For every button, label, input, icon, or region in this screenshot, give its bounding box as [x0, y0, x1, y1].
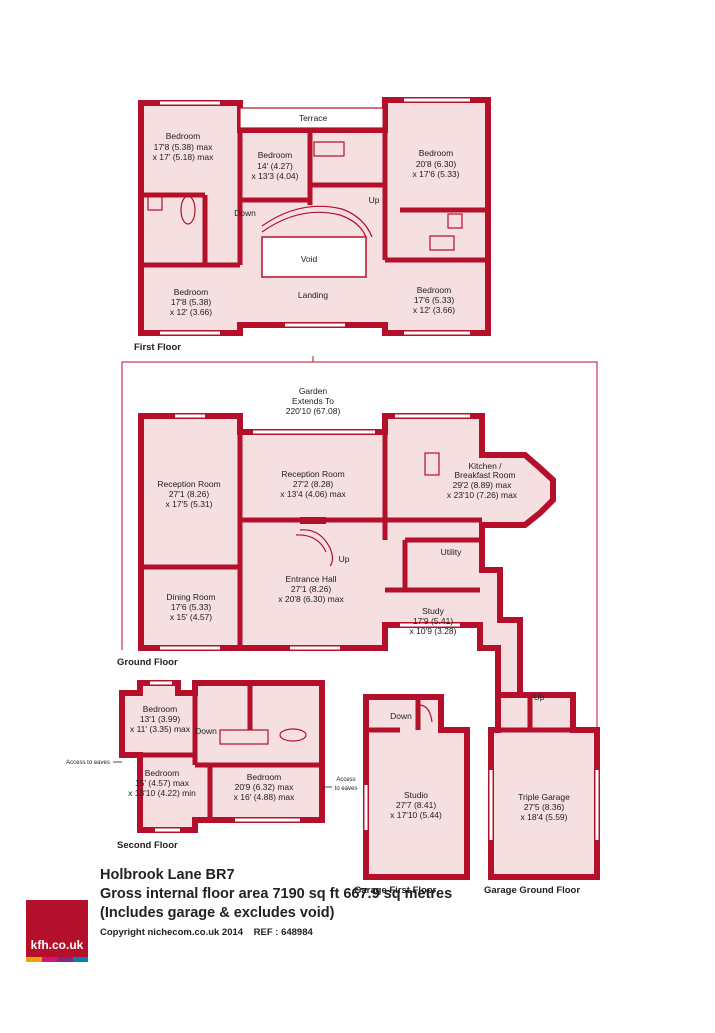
- reception2-dim1: 27'2 (8.28): [293, 479, 334, 489]
- first-floor-bed4-dim1: 17'8 (5.38): [171, 297, 212, 307]
- garden-label-1: Garden: [299, 386, 328, 396]
- reception2-name: Reception Room: [281, 469, 344, 479]
- second-floor-title: Second Floor: [117, 840, 178, 851]
- logo-stripe-4: [72, 957, 88, 962]
- garage-ground-floor-title: Garage Ground Floor: [484, 885, 580, 896]
- second-floor-bed1-dim1: 13'1 (3.99): [140, 714, 181, 724]
- ground-floor-plan: [138, 413, 556, 698]
- first-floor-bed4-name: Bedroom: [174, 287, 209, 297]
- utility-label: Utility: [441, 547, 463, 557]
- kitchen-name-2: Breakfast Room: [455, 470, 516, 480]
- footer-ref: REF : 648984: [253, 927, 313, 938]
- logo-stripe-1: [26, 957, 42, 962]
- first-floor-title: First Floor: [134, 342, 181, 353]
- garage-ground-floor-plan: [488, 692, 600, 880]
- reception2-dim2: x 13'4 (4.06) max: [280, 489, 346, 499]
- first-floor-bed5-dim1: 17'6 (5.33): [414, 295, 455, 305]
- first-floor-bed1-dim2: x 17' (5.18) max: [153, 152, 214, 162]
- study-name: Study: [422, 606, 444, 616]
- garage-dim1: 27'5 (8.36): [524, 802, 565, 812]
- first-floor-terrace-label: Terrace: [299, 113, 328, 123]
- footer-copyright-line: Copyright nichecom.co.uk 2014 REF : 6489…: [100, 927, 452, 938]
- kitchen-dim2: x 23'10 (7.26) max: [447, 490, 518, 500]
- second-floor-bed2-name: Bedroom: [145, 768, 180, 778]
- kitchen-dim1: 29'2 (8.89) max: [453, 480, 513, 490]
- first-floor-bed3-dim1: 20'8 (6.30): [416, 159, 457, 169]
- dining-dim2: x 15' (4.57): [170, 612, 212, 622]
- eaves-left-label: Access to eaves: [66, 760, 110, 766]
- dining-name: Dining Room: [166, 592, 215, 602]
- hall-dim1: 27'1 (8.26): [291, 584, 332, 594]
- second-floor-bed2-dim2: x 13'10 (4.22) min: [128, 788, 196, 798]
- reception1-dim2: x 17'5 (5.31): [166, 499, 213, 509]
- second-floor-bed1-name: Bedroom: [143, 704, 178, 714]
- logo-stripe: [26, 957, 88, 962]
- first-floor-up-label: Up: [369, 195, 380, 205]
- first-floor-bed2-name: Bedroom: [258, 150, 293, 160]
- study-dim1: 17'9 (5.41): [413, 616, 454, 626]
- first-floor-bed3-name: Bedroom: [419, 148, 454, 158]
- first-floor-bed3-dim2: x 17'6 (5.33): [413, 169, 460, 179]
- second-floor-plan: [119, 680, 325, 833]
- footer-address: Holbrook Lane BR7: [100, 867, 235, 883]
- first-floor-bed1-dim1: 17'8 (5.38) max: [154, 142, 214, 152]
- logo-stripe-2: [41, 957, 57, 962]
- garage-ground-up-label: Up: [534, 692, 545, 702]
- hall-name: Entrance Hall: [285, 574, 336, 584]
- reception1-name: Reception Room: [157, 479, 220, 489]
- garage-dim2: x 18'4 (5.59): [521, 812, 568, 822]
- kfh-logo: kfh.co.uk: [26, 900, 88, 962]
- logo-stripe-3: [57, 957, 73, 962]
- garage-name: Triple Garage: [518, 792, 570, 802]
- first-floor-landing-label: Landing: [298, 290, 329, 300]
- eaves-right-label-1: Access: [336, 777, 355, 783]
- second-floor-bed3-name: Bedroom: [247, 772, 282, 782]
- garden-label-2: Extends To: [292, 396, 334, 406]
- studio-dim2: x 17'10 (5.44): [390, 810, 442, 820]
- second-floor-bed3-dim2: x 16' (4.88) max: [234, 792, 295, 802]
- studio-name: Studio: [404, 790, 428, 800]
- first-floor-bed5-name: Bedroom: [417, 285, 452, 295]
- footer-copyright: Copyright nichecom.co.uk 2014: [100, 927, 244, 938]
- ground-floor-title: Ground Floor: [117, 657, 178, 668]
- hall-dim2: x 20'8 (6.30) max: [278, 594, 344, 604]
- first-floor-bed1-name: Bedroom: [166, 131, 201, 141]
- first-floor-bed2-dim1: 14' (4.27): [257, 161, 293, 171]
- dining-dim1: 17'6 (5.33): [171, 602, 212, 612]
- kitchen-name-1: Kitchen /: [468, 461, 502, 471]
- second-floor-down-label: Down: [195, 726, 217, 736]
- garage-first-down-label: Down: [390, 711, 412, 721]
- first-floor-void-label: Void: [301, 254, 318, 264]
- eaves-right-label-2: to eaves: [335, 786, 358, 792]
- ground-up-label: Up: [339, 554, 350, 564]
- first-floor-bed4-dim2: x 12' (3.66): [170, 307, 212, 317]
- second-floor-bed1-dim2: x 11' (3.35) max: [130, 724, 191, 734]
- garden-label-3: 220'10 (67.08): [286, 406, 341, 416]
- second-floor-bed2-dim1: 15' (4.57) max: [135, 778, 190, 788]
- first-floor-bed2-dim2: x 13'3 (4.04): [252, 171, 299, 181]
- footer: Holbrook Lane BR7 Gross internal floor a…: [100, 866, 452, 938]
- first-floor-down-label: Down: [234, 208, 256, 218]
- footer-note: (Includes garage & excludes void): [100, 905, 335, 921]
- garage-first-floor-title: Garage First Floor: [354, 885, 437, 896]
- logo-text: kfh.co.uk: [30, 938, 84, 952]
- reception1-dim1: 27'1 (8.26): [169, 489, 210, 499]
- footer-area: Gross internal floor area 7190 sq ft 667…: [100, 886, 453, 902]
- garden-boundary: [121, 356, 598, 733]
- garage-first-floor-plan: [363, 694, 470, 880]
- second-floor-bed3-dim1: 20'9 (6.32) max: [235, 782, 295, 792]
- first-floor-plan: [138, 97, 491, 336]
- studio-dim1: 27'7 (8.41): [396, 800, 437, 810]
- study-dim2: x 10'9 (3.28): [410, 626, 457, 636]
- first-floor-bed5-dim2: x 12' (3.66): [413, 305, 455, 315]
